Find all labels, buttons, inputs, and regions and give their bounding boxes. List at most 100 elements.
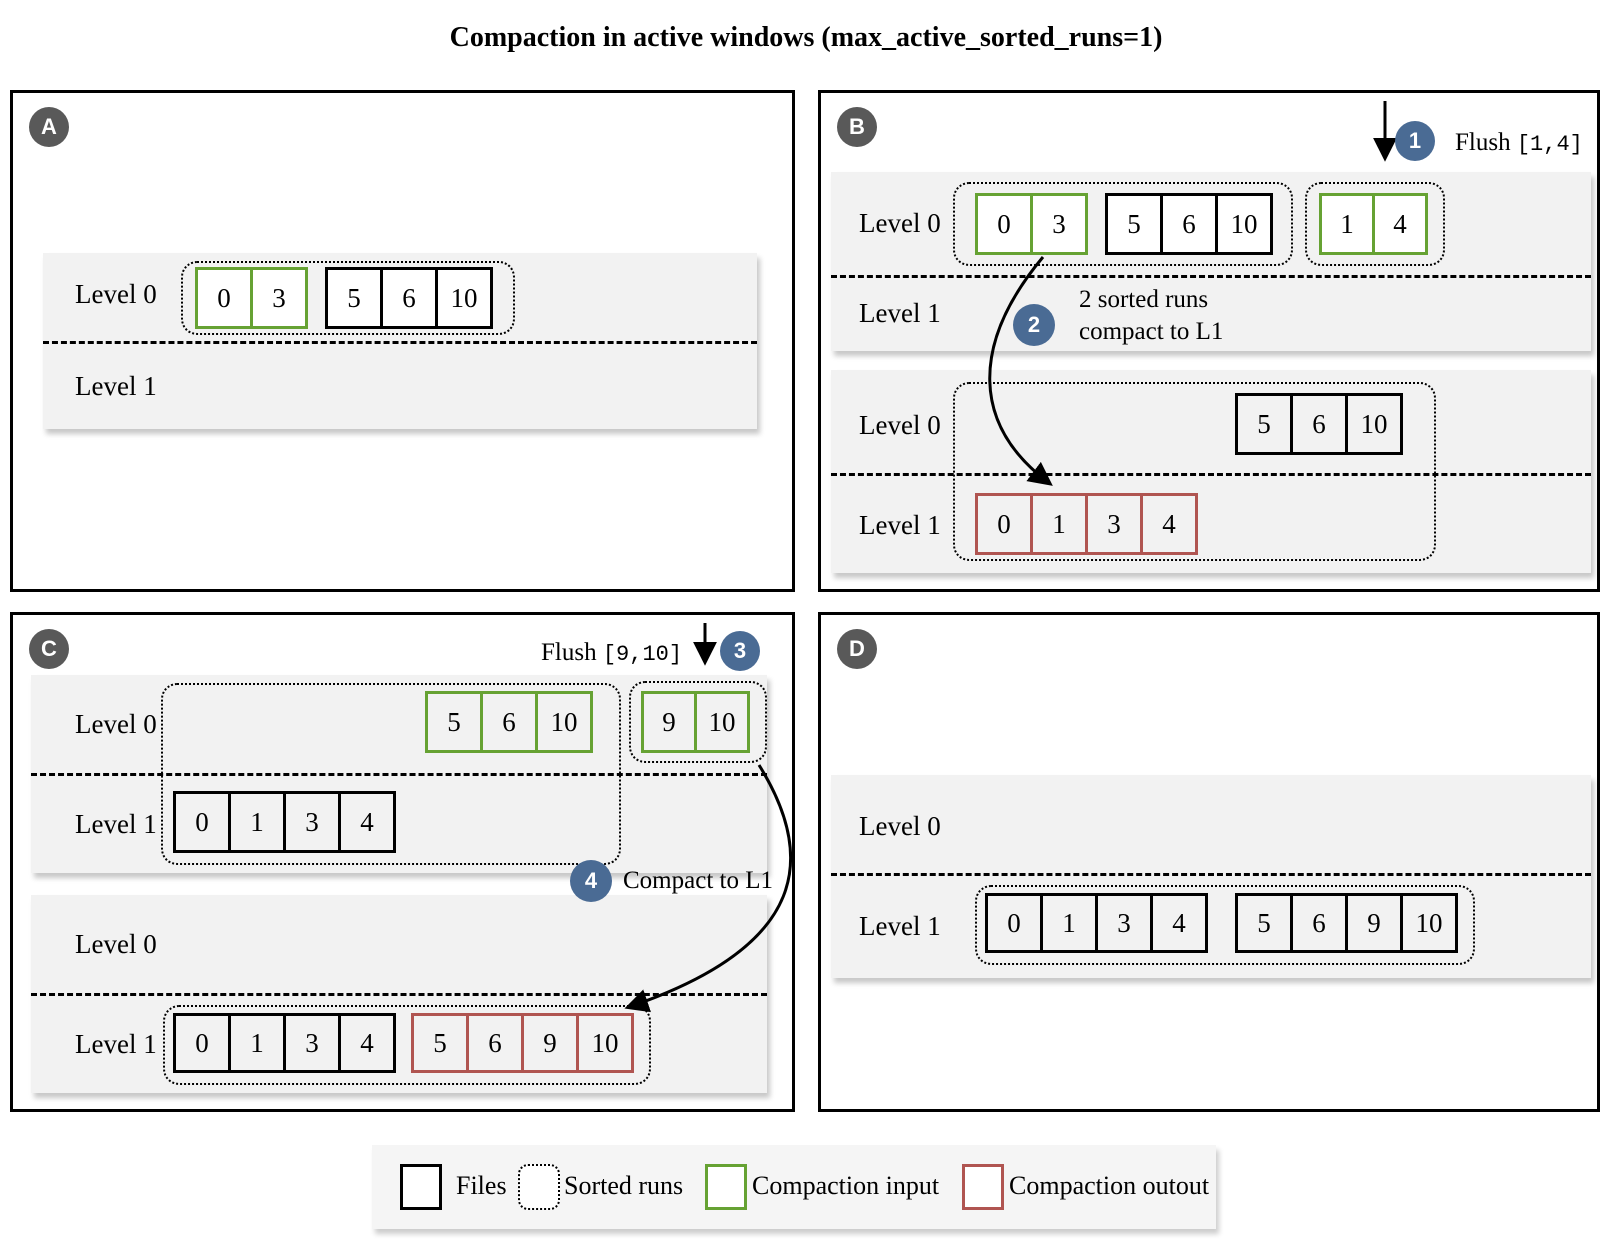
file-cell: 4 [338,1013,396,1073]
file-cell: 1 [228,791,286,853]
step-1-badge: 1 [1395,121,1435,161]
panel-d: D Level 0 Level 1 0 1 3 4 5 6 9 10 [818,612,1600,1112]
file-group-0-1-3-4: 0 1 3 4 [985,893,1208,953]
sorted-run-outline [975,885,1475,965]
panel-c-badge: C [29,629,69,669]
file-cell: 0 [975,493,1033,555]
file-cell: 6 [380,267,438,329]
file-cell: 6 [1290,393,1348,455]
file-cell: 6 [1290,893,1348,953]
compact-to-l1-annotation: Compact to L1 [623,867,773,894]
file-cell: 0 [975,193,1033,255]
flush-1-4-annotation: Flush [1,4] [1455,129,1583,157]
level0-label: Level 0 [75,709,157,739]
flush-label: Flush [541,639,597,666]
panel-a-level-band: Level 0 Level 1 0 3 5 6 10 [43,253,757,429]
file-cell: 9 [1345,893,1403,953]
file-group-5-6-9-10: 5 6 9 10 [411,1013,634,1073]
sorted-run-outline [163,1005,651,1085]
diagram-title: Compaction in active windows (max_active… [449,22,1163,53]
panel-a-badge: A [29,107,69,147]
legend-files-label: Files [456,1171,507,1200]
file-group-0-1-3-4: 0 1 3 4 [173,1013,396,1073]
step-4-badge: 4 [570,860,612,902]
file-cell: 1 [1319,193,1375,255]
panel-a: A Level 0 Level 1 0 3 5 6 10 [10,90,795,592]
compact-annotation-line2: compact to L1 [1079,318,1224,345]
panel-b-band-2: Level 0 Level 1 5 6 10 0 1 3 4 [831,370,1591,573]
file-group-5-6-10: 5 6 10 [325,267,493,329]
file-cell: 6 [1160,193,1218,255]
file-group-5-6-9-10: 5 6 9 10 [1235,893,1458,953]
level-divider [831,873,1591,876]
file-cell: 4 [1150,893,1208,953]
level0-label: Level 0 [859,208,941,238]
level-divider [43,341,757,344]
file-group-9-10: 9 10 [641,691,750,753]
legend: Files Sorted runs Compaction input Compa… [372,1145,1216,1229]
file-group-5-6-10: 5 6 10 [1105,193,1273,255]
file-cell: 5 [1105,193,1163,255]
level-divider [831,473,1591,476]
file-group-0-1-3-4: 0 1 3 4 [173,791,396,853]
flush-9-10-annotation: Flush [9,10] [541,639,682,667]
file-cell: 9 [521,1013,579,1073]
file-cell: 9 [641,691,697,753]
level1-label: Level 1 [859,510,941,540]
file-cell: 3 [1030,193,1088,255]
file-cell: 3 [250,267,308,329]
file-cell: 0 [173,1013,231,1073]
file-group-5-6-10: 5 6 10 [1235,393,1403,455]
panel-b: B 1 Flush [1,4] Level 0 0 3 5 [818,90,1600,592]
level-divider [831,275,1591,278]
file-cell: 10 [435,267,493,329]
level0-label: Level 0 [75,279,157,309]
file-cell: 1 [1040,893,1098,953]
level1-label: Level 1 [75,809,157,839]
file-cell: 5 [411,1013,469,1073]
file-cell: 5 [325,267,383,329]
file-cell: 3 [283,791,341,853]
panel-d-level-band: Level 0 Level 1 0 1 3 4 5 6 9 10 [831,775,1591,978]
level0-label: Level 0 [859,811,941,841]
file-cell: 3 [1095,893,1153,953]
file-cell: 4 [338,791,396,853]
sorted-run-outline [161,683,621,865]
file-cell: 5 [425,691,483,753]
file-group-1-4: 1 4 [1319,193,1428,255]
level0-label: Level 0 [75,929,157,959]
file-cell: 3 [1085,493,1143,555]
panel-c-band-1: Level 0 Level 1 5 6 10 9 10 0 1 3 4 [31,675,767,873]
step-3-badge: 3 [720,631,760,671]
file-cell: 4 [1140,493,1198,555]
file-cell: 5 [1235,893,1293,953]
file-group-5-6-10: 5 6 10 [425,691,593,753]
sorted-run-outline [629,681,767,763]
file-cell: 6 [466,1013,524,1073]
file-group-0-1-3-4: 0 1 3 4 [975,493,1198,555]
sorted-run-outline [181,261,515,335]
compaction-output-swatch-icon [962,1164,1004,1210]
panel-b-badge: B [837,107,877,147]
level1-label: Level 1 [859,298,941,328]
sorted-runs-swatch-icon [518,1164,560,1210]
flush-label: Flush [1455,129,1511,156]
flush-range: [9,10] [602,642,683,667]
files-swatch-icon [400,1164,442,1210]
file-cell: 10 [1400,893,1458,953]
file-cell: 4 [1372,193,1428,255]
file-cell: 1 [1030,493,1088,555]
file-cell: 1 [228,1013,286,1073]
legend-compaction-input-label: Compaction input [752,1171,940,1200]
level-divider [31,993,767,996]
sorted-run-outline [1305,182,1445,266]
level1-label: Level 1 [75,1029,157,1059]
file-cell: 0 [985,893,1043,953]
legend-compaction-output-label: Compaction outout [1009,1171,1210,1200]
file-group-0-3: 0 3 [975,193,1088,255]
file-cell: 0 [173,791,231,853]
file-cell: 0 [195,267,253,329]
level0-label: Level 0 [859,410,941,440]
panel-d-badge: D [837,629,877,669]
file-cell: 10 [576,1013,634,1073]
